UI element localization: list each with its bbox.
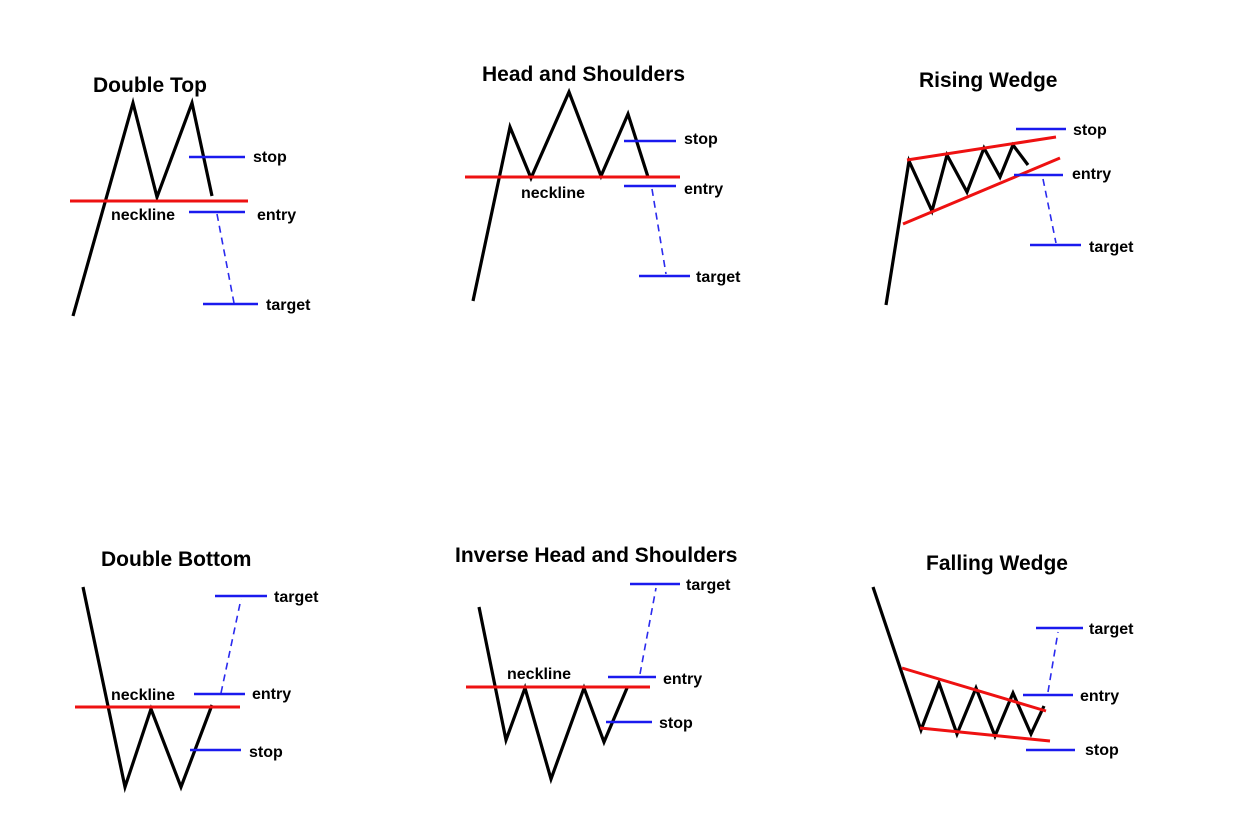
double-bottom-projection xyxy=(220,598,242,694)
rising-wedge-panel: Rising Wedge stop entry target xyxy=(884,69,1134,306)
double-bottom-neckline-label: neckline xyxy=(111,687,175,704)
rising-wedge-target-label: target xyxy=(1089,239,1134,256)
inverse-head-and-shoulders-neckline-label: neckline xyxy=(507,666,571,683)
double-top-panel: Double Top neckline stop entry target xyxy=(70,74,311,317)
double-bottom-price-line xyxy=(81,586,214,794)
head-and-shoulders-title: Head and Shoulders xyxy=(482,63,685,86)
falling-wedge-lower-trendline xyxy=(919,726,1051,743)
inverse-head-and-shoulders-title: Inverse Head and Shoulders xyxy=(455,544,737,567)
rising-wedge-entry-label: entry xyxy=(1072,166,1111,183)
head-and-shoulders-projection xyxy=(651,188,667,275)
rising-wedge-upper-trendline xyxy=(906,135,1057,162)
double-top-projection xyxy=(216,213,235,304)
falling-wedge-entry-label: entry xyxy=(1080,688,1119,705)
falling-wedge-title: Falling Wedge xyxy=(926,552,1068,575)
falling-wedge-projection xyxy=(1047,631,1059,693)
double-bottom-entry-label: entry xyxy=(252,686,291,703)
double-top-entry-label: entry xyxy=(257,207,296,224)
double-top-title: Double Top xyxy=(93,74,207,97)
head-and-shoulders-target-label: target xyxy=(696,269,741,286)
falling-wedge-panel: Falling Wedge target entry stop xyxy=(871,552,1134,759)
double-top-price-line xyxy=(71,96,214,317)
head-and-shoulders-entry-label: entry xyxy=(684,181,723,198)
double-bottom-panel: Double Bottom neckline target entry stop xyxy=(75,548,319,794)
inverse-head-and-shoulders-projection xyxy=(639,587,657,675)
falling-wedge-target-label: target xyxy=(1089,621,1134,638)
double-bottom-target-label: target xyxy=(274,589,319,606)
double-bottom-stop-label: stop xyxy=(249,744,283,761)
double-top-neckline-label: neckline xyxy=(111,207,175,224)
inverse-head-and-shoulders-entry-label: entry xyxy=(663,671,702,688)
inverse-head-and-shoulders-stop-label: stop xyxy=(659,715,693,732)
rising-wedge-price-line xyxy=(884,141,1030,306)
falling-wedge-price-line xyxy=(871,586,1046,741)
rising-wedge-projection xyxy=(1042,178,1057,244)
inverse-head-and-shoulders-target-label: target xyxy=(686,577,731,594)
double-top-target-label: target xyxy=(266,297,311,314)
head-and-shoulders-panel: Head and Shoulders neckline stop entry t… xyxy=(465,63,741,302)
rising-wedge-title: Rising Wedge xyxy=(919,69,1057,92)
falling-wedge-upper-trendline xyxy=(901,666,1047,713)
double-top-stop-label: stop xyxy=(253,149,287,166)
rising-wedge-lower-trendline xyxy=(902,156,1061,226)
head-and-shoulders-neckline-label: neckline xyxy=(521,185,585,202)
head-and-shoulders-price-line xyxy=(471,87,650,302)
head-and-shoulders-stop-label: stop xyxy=(684,131,718,148)
double-bottom-title: Double Bottom xyxy=(101,548,251,571)
inverse-head-and-shoulders-price-line xyxy=(477,606,629,785)
rising-wedge-stop-label: stop xyxy=(1073,122,1107,139)
falling-wedge-stop-label: stop xyxy=(1085,742,1119,759)
inverse-head-and-shoulders-panel: Inverse Head and Shoulders neckline targ… xyxy=(455,544,737,785)
